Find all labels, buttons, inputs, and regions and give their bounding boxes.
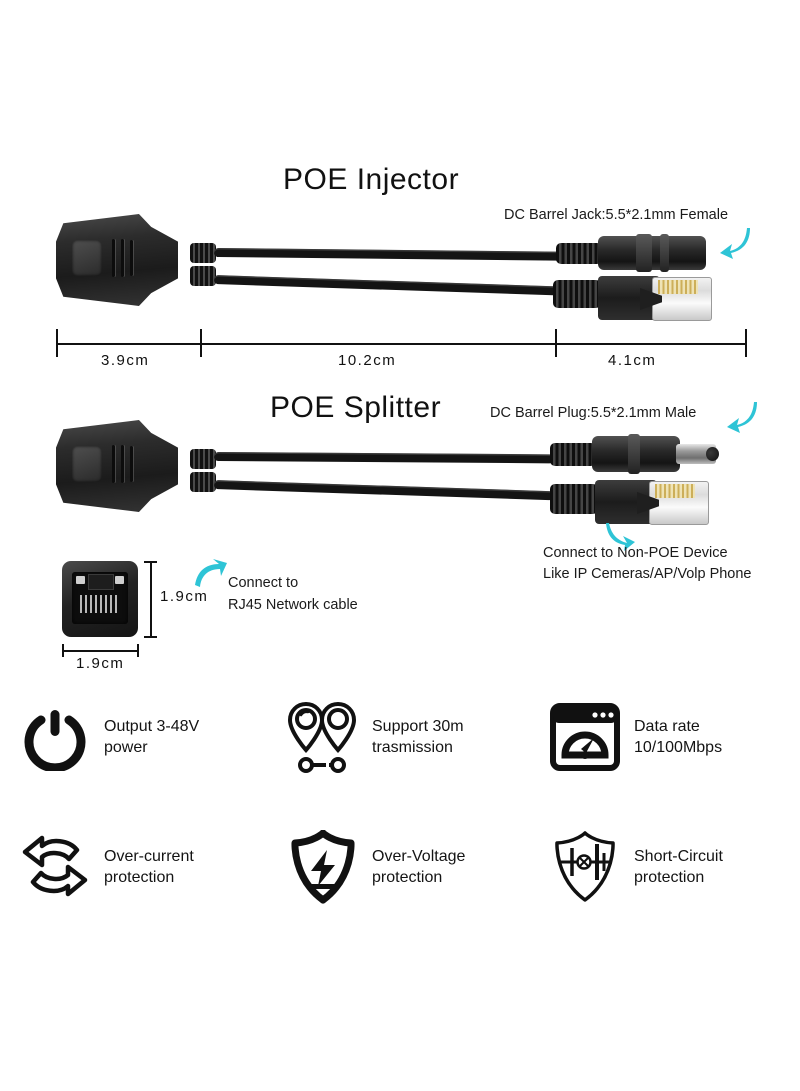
shield-bolt-icon bbox=[286, 830, 360, 904]
rj45-plug-boot bbox=[550, 484, 598, 514]
injector-title: POE Injector bbox=[283, 163, 460, 196]
splitter-device-note-line1: Connect to Non-POE Device bbox=[543, 545, 728, 561]
strain-relief bbox=[190, 266, 216, 286]
feature-label: Over-current protection bbox=[104, 848, 194, 886]
dc-plug-metal-pin bbox=[676, 444, 716, 464]
shield-circuit-icon bbox=[548, 830, 622, 904]
refresh-cycle-icon bbox=[18, 830, 92, 904]
ruler-tick bbox=[745, 329, 747, 357]
head-panel bbox=[72, 240, 102, 276]
port-height-label: 1.9cm bbox=[160, 588, 209, 605]
feature-output-power: Output 3-48V power bbox=[18, 700, 199, 774]
rj45-port-key bbox=[88, 574, 114, 590]
port-note-line2: RJ45 Network cable bbox=[228, 597, 358, 613]
dc-plug-pin-tip bbox=[706, 447, 719, 461]
rj45-port-contacts bbox=[80, 595, 120, 613]
ruler-label-segment-2: 10.2cm bbox=[338, 352, 397, 369]
head-slot bbox=[121, 239, 124, 277]
strain-relief bbox=[190, 449, 216, 469]
head-slot bbox=[121, 445, 124, 483]
port-height-ruler bbox=[150, 561, 152, 637]
injector-dc-label: DC Barrel Jack:5.5*2.1mm Female bbox=[504, 207, 729, 223]
rj45-gold-pins bbox=[658, 280, 698, 294]
feature-label: Over-Voltage protection bbox=[372, 848, 466, 886]
rj45-port-pad bbox=[76, 576, 85, 584]
cable-dc bbox=[213, 248, 563, 261]
speedometer-icon bbox=[548, 700, 622, 774]
rj45-gold-pins bbox=[655, 484, 695, 498]
feature-label: Short-Circuit protection bbox=[634, 848, 723, 886]
dc-plug-ring bbox=[628, 434, 640, 474]
splitter-dc-label: DC Barrel Plug:5.5*2.1mm Male bbox=[490, 405, 697, 421]
feature-data-rate: Data rate 10/100Mbps bbox=[548, 700, 722, 774]
strain-relief bbox=[190, 472, 216, 492]
feature-label: Support 30m trasmission bbox=[372, 718, 464, 756]
splitter-device-note-line2: Like IP Cemeras/AP/Volp Phone bbox=[543, 566, 752, 582]
arrow-to-dc-plug-icon bbox=[727, 402, 757, 433]
ruler-label-segment-3: 4.1cm bbox=[608, 352, 657, 369]
cable-rj45 bbox=[213, 275, 562, 296]
feature-over-current-protection: Over-current protection bbox=[18, 830, 194, 904]
head-slot bbox=[112, 239, 115, 277]
ruler-tick bbox=[200, 329, 202, 357]
ruler-tick bbox=[56, 329, 58, 357]
head-slot bbox=[130, 446, 133, 482]
head-panel bbox=[72, 446, 102, 482]
power-icon bbox=[18, 700, 92, 774]
port-note-line1: Connect to bbox=[228, 575, 299, 591]
feature-label: Output 3-48V power bbox=[104, 718, 200, 756]
dc-plug-boot bbox=[550, 443, 596, 466]
dc-jack-boot bbox=[556, 243, 602, 264]
dc-barrel-jack-female bbox=[598, 236, 706, 270]
splitter-title: POE Splitter bbox=[270, 391, 442, 424]
feature-transmission-distance: Support 30m trasmission bbox=[286, 700, 464, 774]
feature-short-circuit-protection: Short-Circuit protection bbox=[548, 830, 723, 904]
cable-dc bbox=[213, 452, 555, 464]
map-pins-icon bbox=[286, 700, 360, 774]
arrow-to-dc-jack-icon bbox=[720, 228, 750, 259]
ruler-cap bbox=[144, 636, 157, 638]
port-width-ruler bbox=[62, 650, 138, 652]
port-width-label: 1.9cm bbox=[76, 655, 125, 672]
feature-over-voltage-protection: Over-Voltage protection bbox=[286, 830, 465, 904]
arrow-to-device-note-icon bbox=[606, 523, 635, 551]
rj45-plug-boot bbox=[553, 280, 601, 308]
rj45-port-pad bbox=[115, 576, 124, 584]
cable-rj45 bbox=[213, 480, 554, 501]
ruler-cap bbox=[144, 561, 157, 563]
ruler-tick bbox=[555, 329, 557, 357]
dc-jack-ring bbox=[660, 234, 669, 272]
ruler-label-segment-1: 3.9cm bbox=[101, 352, 150, 369]
head-slot bbox=[130, 240, 133, 276]
feature-label: Data rate 10/100Mbps bbox=[634, 718, 723, 756]
dc-jack-ring bbox=[636, 234, 652, 272]
head-slot bbox=[112, 445, 115, 483]
strain-relief bbox=[190, 243, 216, 263]
ruler-baseline bbox=[56, 343, 746, 345]
ruler-cap bbox=[62, 644, 64, 657]
arrow-to-rj45-port-icon bbox=[195, 559, 227, 587]
ruler-cap bbox=[137, 644, 139, 657]
